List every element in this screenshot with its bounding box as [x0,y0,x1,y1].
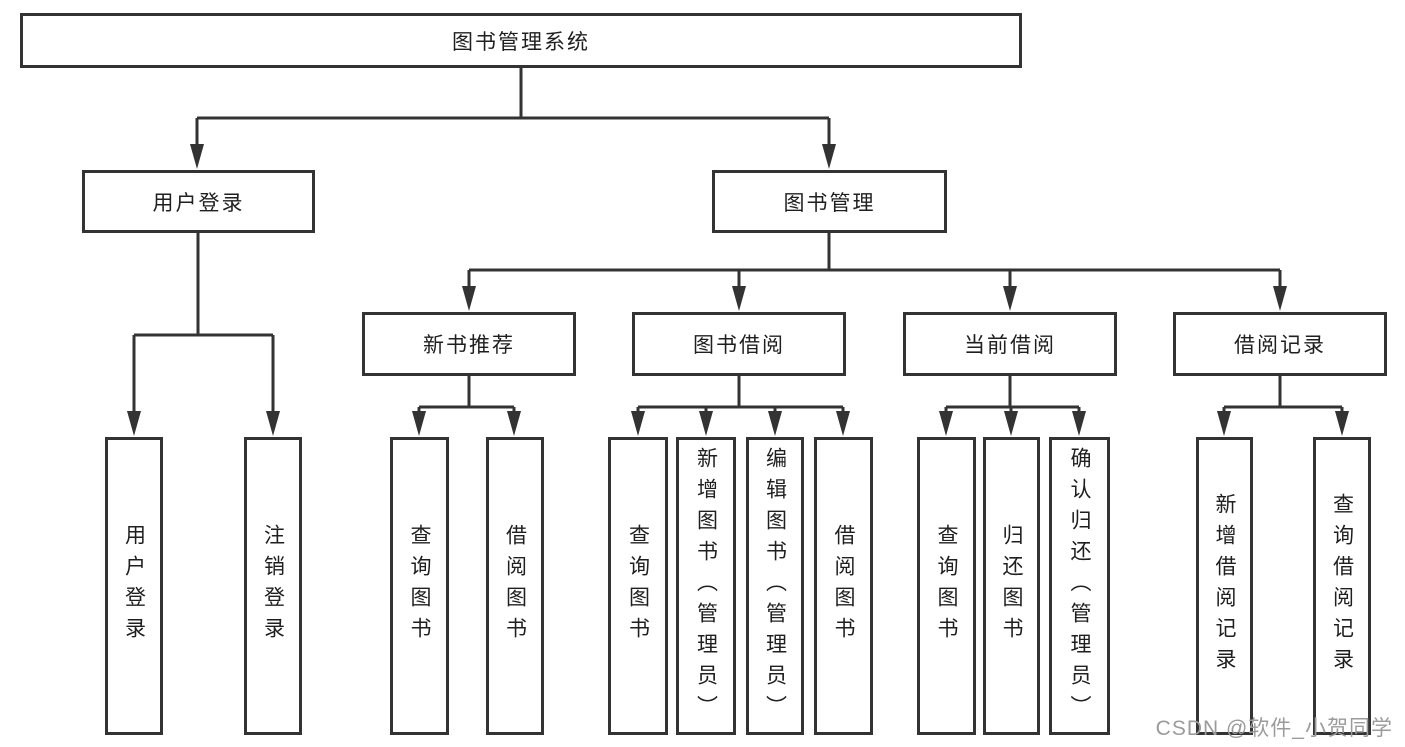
node-borrow-records-label: 借阅记录 [1234,334,1326,357]
connector-current-borrowing-to-leaves [939,376,1086,436]
connector-borrow-records-to-leaves [1217,376,1349,436]
leaf-borrow-books-borrowing-label: 借阅图书 [832,524,855,648]
leaf-query-books-borrowing-label: 查询图书 [626,524,650,648]
leaf-confirm-return-admin: 确认归还（管理员） [1049,437,1110,735]
leaf-query-books-recommend: 查询图书 [390,437,449,735]
node-user-login-label: 用户登录 [152,191,245,215]
leaf-query-books-current: 查询图书 [917,437,976,735]
node-current-borrowing-label: 当前借阅 [964,334,1056,357]
node-current-borrowing: 当前借阅 [903,312,1117,376]
node-borrow-records: 借阅记录 [1173,312,1387,376]
leaf-confirm-return-admin-label: 确认归还（管理员） [1068,446,1091,726]
leaf-borrow-books-recommend-label: 借阅图书 [503,524,527,648]
connector-user-login-to-leaves [127,233,280,436]
node-new-book-recommend-label: 新书推荐 [423,334,515,357]
leaf-borrow-books-borrowing: 借阅图书 [814,437,873,735]
leaf-add-borrow-record-label: 新增借阅记录 [1213,493,1236,679]
node-new-book-recommend: 新书推荐 [362,312,576,376]
node-book-management: 图书管理 [712,170,947,233]
node-user-login: 用户登录 [82,170,315,233]
node-root: 图书管理系统 [20,13,1022,68]
leaf-add-borrow-record: 新增借阅记录 [1196,437,1253,735]
connector-new-book-recommend-to-leaves [412,376,521,436]
leaf-user-login-label: 用户登录 [122,524,146,648]
leaf-query-books-recommend-label: 查询图书 [408,524,431,648]
leaf-query-books-borrowing: 查询图书 [608,437,668,735]
node-root-label: 图书管理系统 [452,30,590,54]
leaf-borrow-books-recommend: 借阅图书 [486,437,544,735]
watermark: CSDN @软件_小贺同学 [1155,717,1393,740]
leaf-return-book-label: 归还图书 [1000,524,1023,648]
leaf-query-borrow-record: 查询借阅记录 [1313,437,1371,735]
leaf-query-books-current-label: 查询图书 [935,524,958,648]
leaf-logout-label: 注销登录 [261,524,285,648]
leaf-edit-book-admin-label: 编辑图书（管理员） [763,446,787,726]
leaf-add-book-admin: 新增图书（管理员） [676,437,736,735]
connector-book-borrowing-to-leaves [631,376,850,436]
node-book-management-label: 图书管理 [783,191,876,215]
leaf-logout: 注销登录 [244,437,302,735]
leaf-user-login: 用户登录 [105,437,163,735]
leaf-query-borrow-record-label: 查询借阅记录 [1330,493,1354,679]
leaf-add-book-admin-label: 新增图书（管理员） [694,446,718,726]
connector-root-to-level2 [190,68,836,169]
node-book-borrowing-label: 图书借阅 [693,334,785,357]
node-book-borrowing: 图书借阅 [632,312,846,376]
connector-book-management-to-level3 [462,233,1287,311]
leaf-edit-book-admin: 编辑图书（管理员） [746,437,804,735]
leaf-return-book: 归还图书 [983,437,1040,735]
